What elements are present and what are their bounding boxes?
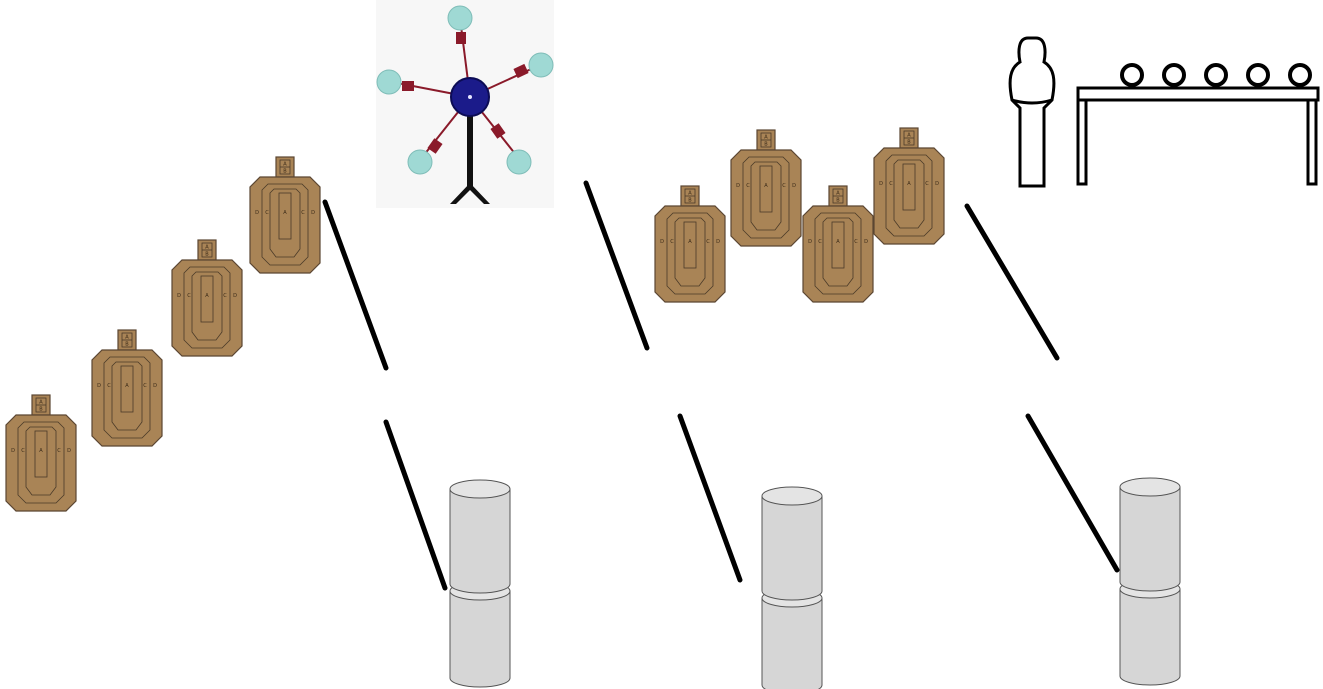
zone-label-b: B: [764, 142, 768, 148]
zone-label-d: D: [177, 293, 181, 299]
cardboard-target: A B D C A C D: [249, 156, 321, 274]
zone-label-c: C: [854, 239, 858, 245]
zone-label-b: B: [205, 252, 209, 258]
cardboard-target: A B D C A C D: [802, 185, 874, 303]
zone-label-a: A: [907, 133, 911, 139]
zone-label-c: C: [265, 210, 269, 216]
zone-label-d: D: [736, 183, 740, 189]
zone-label-c: C: [187, 293, 191, 299]
zone-label-d: D: [233, 293, 237, 299]
zone-label-b: B: [125, 342, 129, 348]
zone-label-c: C: [223, 293, 227, 299]
zone-label-b: B: [688, 198, 692, 204]
plate-rack-icon: [1076, 63, 1320, 186]
zone-label-b: B: [836, 198, 840, 204]
zone-label-a: A: [907, 181, 911, 187]
zone-label-d: D: [879, 181, 883, 187]
barrel-stack-right: [1119, 477, 1181, 686]
zone-label-a: A: [39, 400, 43, 406]
zone-label-c: C: [107, 383, 111, 389]
zone-label-b: B: [39, 407, 43, 413]
no-shoot-silhouette-icon: [1008, 36, 1056, 188]
zone-label-a: A: [205, 245, 209, 251]
zone-label-c: C: [57, 448, 61, 454]
barrel-icon: [761, 486, 823, 601]
barrel-stack-left: [449, 479, 511, 688]
fault-lines: [322, 180, 1120, 591]
zone-label-d: D: [67, 448, 71, 454]
zone-label-a: A: [125, 383, 129, 389]
zone-label-c: C: [706, 239, 710, 245]
zone-label-a: A: [688, 191, 692, 197]
barrel-stack-middle: [761, 486, 823, 689]
zone-label-a: A: [764, 183, 768, 189]
zone-label-d: D: [97, 383, 101, 389]
barrel-icon: [449, 479, 511, 594]
zone-label-d: D: [935, 181, 939, 187]
zone-label-a: A: [283, 210, 287, 216]
cardboard-target: A B D C A C D: [171, 239, 243, 357]
zone-label-a: A: [836, 191, 840, 197]
zone-label-a: A: [125, 335, 129, 341]
zone-label-d: D: [255, 210, 259, 216]
zone-label-b: B: [907, 140, 911, 146]
barrel-icon: [449, 581, 511, 688]
cardboard-target: A B D C A C D: [730, 129, 802, 247]
zone-label-a: A: [39, 448, 43, 454]
zone-label-d: D: [864, 239, 868, 245]
cardboard-target: A B D C A C D: [873, 127, 945, 245]
plate-spinner-icon: [376, 0, 554, 208]
zone-label-a: A: [836, 239, 840, 245]
zone-label-a: A: [283, 162, 287, 168]
zone-label-a: A: [764, 135, 768, 141]
target-group-middle: A B D C A C D A B D C A: [654, 127, 945, 303]
zone-label-c: C: [143, 383, 147, 389]
zone-label-d: D: [660, 239, 664, 245]
zone-label-d: D: [11, 448, 15, 454]
cardboard-target: A B D C A C D: [654, 185, 726, 303]
zone-label-c: C: [21, 448, 25, 454]
zone-label-c: C: [889, 181, 893, 187]
barrel-icon: [761, 588, 823, 689]
cardboard-target: A B D C A C D: [91, 329, 163, 447]
zone-label-a: A: [688, 239, 692, 245]
zone-label-c: C: [818, 239, 822, 245]
zone-label-c: C: [670, 239, 674, 245]
zone-label-a: A: [205, 293, 209, 299]
zone-label-d: D: [716, 239, 720, 245]
zone-label-c: C: [746, 183, 750, 189]
barrel-icon: [1119, 579, 1181, 686]
zone-label-d: D: [311, 210, 315, 216]
zone-label-c: C: [301, 210, 305, 216]
zone-label-d: D: [808, 239, 812, 245]
zone-label-d: D: [153, 383, 157, 389]
target-group-left: A B D C A C D A B D C A: [5, 156, 321, 512]
barrel-icon: [1119, 477, 1181, 592]
cardboard-target: A B D C A C D: [5, 394, 77, 512]
zone-label-b: B: [283, 169, 287, 175]
zone-label-d: D: [792, 183, 796, 189]
zone-label-c: C: [782, 183, 786, 189]
zone-label-c: C: [925, 181, 929, 187]
